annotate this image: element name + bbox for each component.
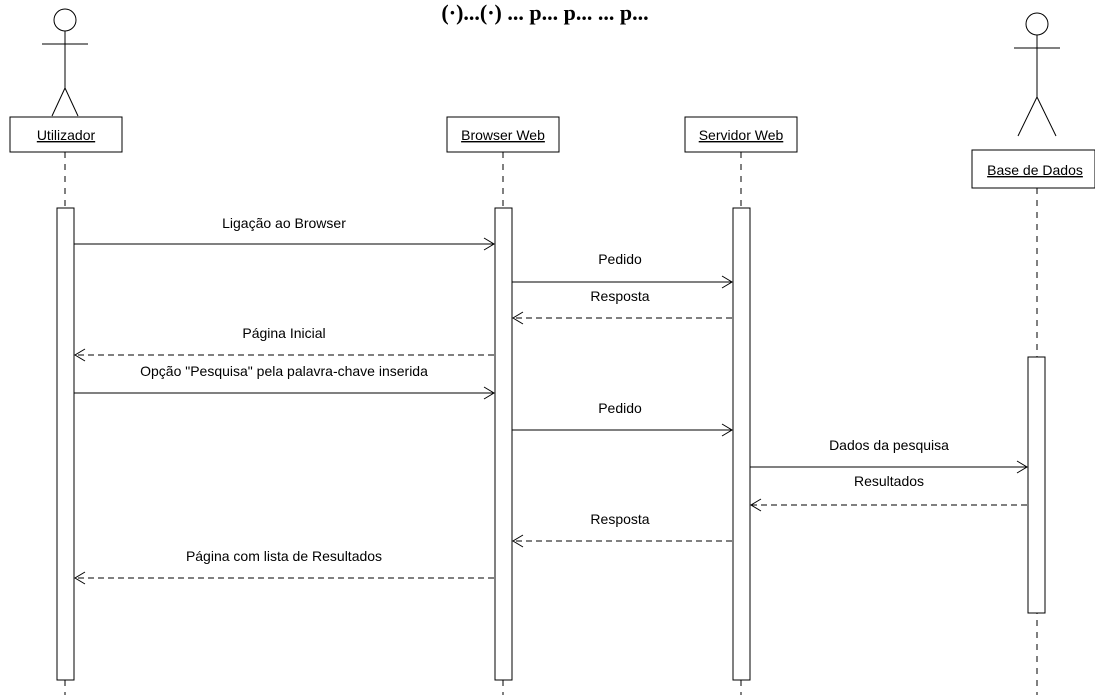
participant-label-bd: Base de Dados: [987, 162, 1083, 178]
message-label: Resposta: [590, 288, 649, 304]
participant-box-browser: [446, 116, 560, 153]
message-label: Pedido: [598, 251, 642, 267]
message-6: Pedido: [512, 400, 733, 437]
actor-utilizador-icon: [42, 8, 88, 117]
message-9: Resposta: [512, 511, 732, 548]
participant-label-utilizador: Utilizador: [37, 127, 96, 143]
message-label: Resposta: [590, 511, 649, 527]
activation-servidor: [732, 207, 751, 681]
message-1: Ligação ao Browser: [74, 215, 495, 251]
activation-utilizador: [56, 207, 75, 681]
participant-box-bd: [971, 149, 1095, 189]
message-label: Página com lista de Resultados: [186, 548, 382, 564]
participant-box-utilizador: [9, 116, 123, 153]
message-label: Dados da pesquisa: [829, 437, 949, 453]
message-label: Resultados: [854, 473, 924, 489]
actor-bd-icon: [1014, 12, 1060, 137]
message-label: Ligação ao Browser: [222, 215, 346, 231]
participant-box-servidor: [684, 116, 798, 153]
activation-browser: [494, 207, 513, 681]
message-8: Resultados: [750, 473, 1027, 512]
message-2: Pedido: [512, 251, 733, 289]
participant-label-browser: Browser Web: [461, 127, 545, 143]
message-label: Pedido: [598, 400, 642, 416]
activation-bd: [1027, 356, 1046, 614]
message-label: Opção "Pesquisa" pela palavra-chave inse…: [140, 363, 428, 379]
message-3: Resposta: [512, 288, 732, 325]
diagram-title: (·)...(·) ... p... p... ... p...: [441, 0, 648, 25]
message-4: Página Inicial: [74, 325, 494, 362]
message-label: Página Inicial: [242, 325, 325, 341]
message-5: Opção "Pesquisa" pela palavra-chave inse…: [74, 363, 495, 400]
participant-label-servidor: Servidor Web: [699, 127, 784, 143]
message-7: Dados da pesquisa: [750, 437, 1028, 474]
message-10: Página com lista de Resultados: [74, 548, 494, 585]
